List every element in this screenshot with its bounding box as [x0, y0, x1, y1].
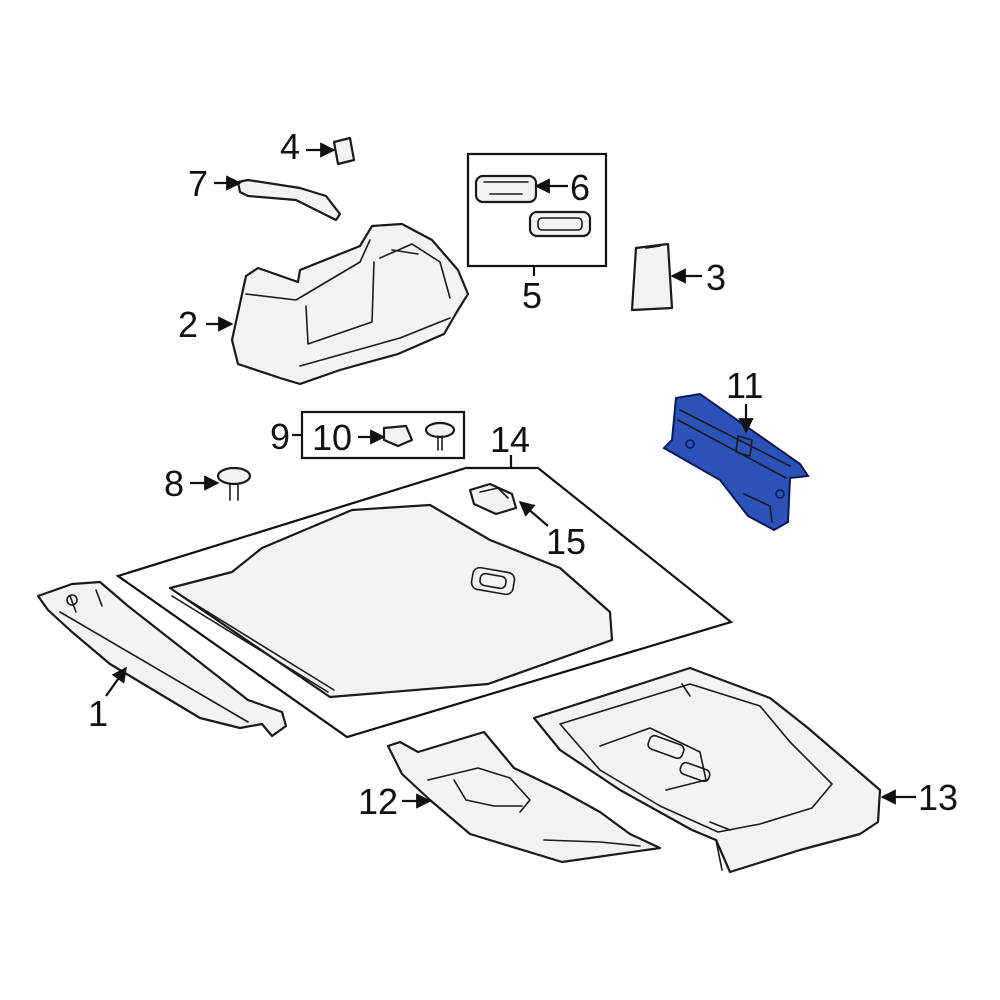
part-15-hook[interactable] [468, 482, 518, 516]
part-5-handle-assembly[interactable] [466, 152, 608, 268]
callout-1: 1 [88, 693, 108, 734]
callout-labels: 4 7 6 3 5 2 11 9 10 14 8 15 1 12 13 [88, 126, 958, 822]
callout-13: 13 [918, 777, 958, 818]
leader-lines [105, 142, 916, 809]
callout-15: 15 [546, 521, 586, 562]
part-3-cover-panel[interactable] [630, 242, 674, 312]
callout-11: 11 [726, 365, 763, 406]
part-6-handle[interactable] [474, 174, 538, 204]
part-8-clip[interactable] [216, 466, 252, 501]
callout-4: 4 [280, 126, 300, 167]
callout-3: 3 [706, 257, 726, 298]
callout-14: 14 [490, 419, 530, 460]
callout-6: 6 [570, 167, 590, 208]
part-7-trim-strip[interactable] [236, 178, 342, 222]
part-2-side-trim-panel[interactable] [230, 222, 470, 386]
callout-10: 10 [312, 417, 352, 458]
part-14-cargo-floor-panel[interactable] [115, 466, 734, 739]
callout-9: 9 [270, 416, 290, 457]
callout-8: 8 [164, 463, 184, 504]
part-4-clip[interactable] [332, 136, 356, 166]
part-1-sill-trim[interactable] [36, 580, 288, 738]
callout-7: 7 [188, 163, 208, 204]
callout-2: 2 [178, 304, 198, 345]
callout-12: 12 [358, 781, 398, 822]
part-11-highlighted-trim-panel[interactable] [662, 392, 810, 532]
part-12-floor-section[interactable] [386, 730, 662, 864]
part-13-storage-tub[interactable] [532, 666, 882, 874]
callout-5: 5 [522, 275, 542, 316]
